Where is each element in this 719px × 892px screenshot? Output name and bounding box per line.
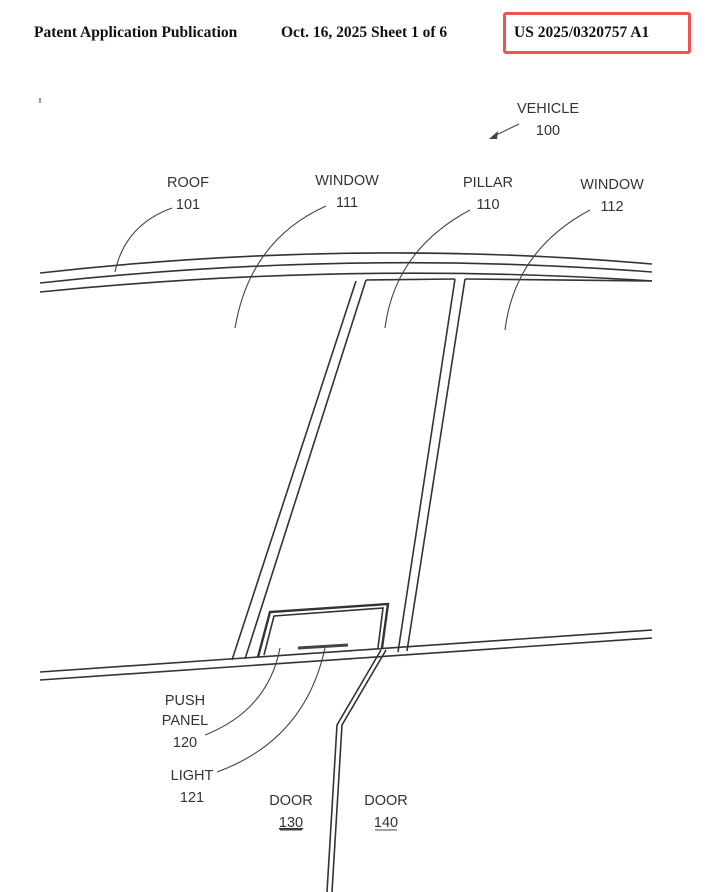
publication-number: US 2025/0320757 A1 xyxy=(514,24,650,41)
door-140-label: DOOR xyxy=(364,793,408,809)
push-panel-leader xyxy=(204,647,281,736)
roof-lines xyxy=(39,252,653,293)
door-140-ref: 140 xyxy=(374,815,398,831)
vehicle-label: VEHICLE xyxy=(517,101,579,117)
pillar-ref: 110 xyxy=(476,197,499,213)
window-111-ref: 111 xyxy=(336,195,358,211)
publication-type: Patent Application Publication xyxy=(34,24,238,41)
light-ref: 121 xyxy=(180,790,204,806)
light-shape xyxy=(297,643,349,650)
push-panel-label-1: PUSH xyxy=(165,693,205,709)
roof-ref: 101 xyxy=(176,197,200,213)
push-panel-shape xyxy=(256,602,390,658)
push-panel-label-2: PANEL xyxy=(162,713,208,729)
beltline xyxy=(39,629,653,681)
door-seam xyxy=(326,649,387,892)
roof-label: ROOF xyxy=(167,175,209,191)
window-112-label: WINDOW xyxy=(580,177,644,193)
light-leader xyxy=(216,647,326,773)
vehicle-ref: 100 xyxy=(536,123,560,139)
light-label: LIGHT xyxy=(171,768,214,784)
push-panel-ref: 120 xyxy=(173,735,197,751)
highlight-box xyxy=(503,12,691,54)
window-111-leader xyxy=(234,205,327,329)
roof-leader xyxy=(114,207,173,273)
pillar-leader xyxy=(384,209,471,329)
window-112-ref: 112 xyxy=(600,199,623,215)
pillar-outline xyxy=(231,278,653,661)
pillar-label: PILLAR xyxy=(463,175,513,191)
date-sheet: Oct. 16, 2025 Sheet 1 of 6 xyxy=(281,24,448,41)
door-130-label: DOOR xyxy=(269,793,313,809)
window-112-leader xyxy=(504,209,591,331)
arrow-head-icon xyxy=(489,131,498,139)
door-130-ref: 130 xyxy=(279,815,303,831)
window-111-label: WINDOW xyxy=(315,173,379,189)
